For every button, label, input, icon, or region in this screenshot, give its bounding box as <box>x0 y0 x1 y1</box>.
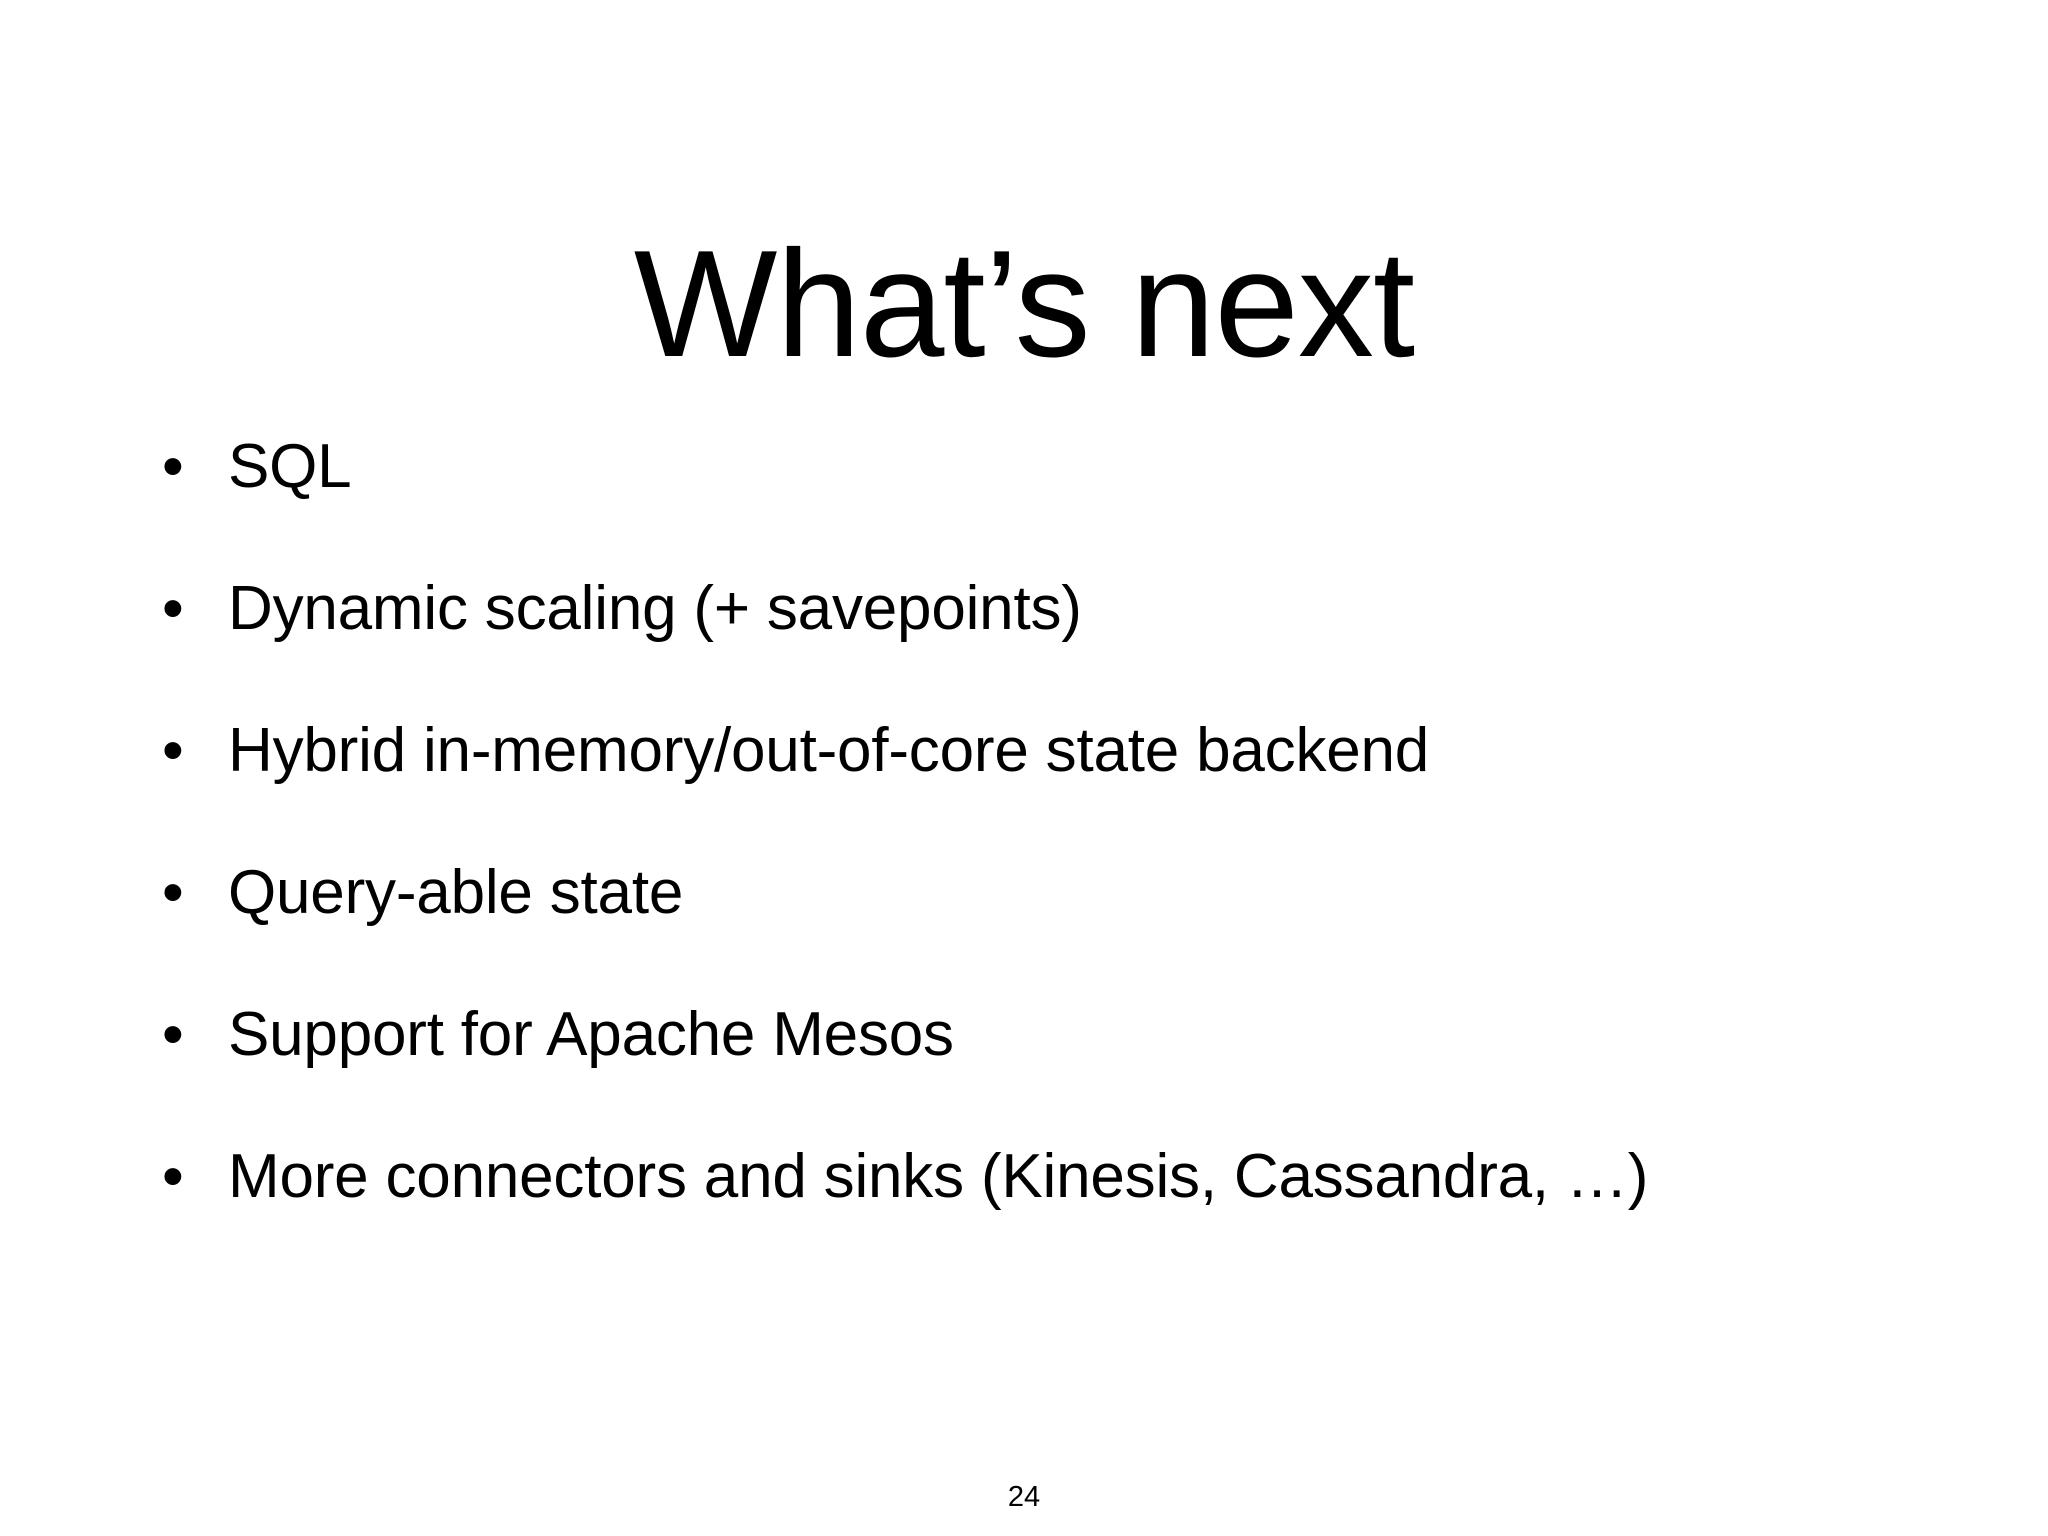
bullet-point-icon: • <box>162 1142 184 1211</box>
bullet-text: Query-able state <box>228 858 684 927</box>
bullet-text: Dynamic scaling (+ savepoints) <box>228 574 1082 643</box>
slide-title: What’s next <box>633 218 1415 389</box>
bullet-point-icon: • <box>162 432 184 501</box>
page-number: 24 <box>1007 1481 1041 1513</box>
bullet-list: • SQL • Dynamic scaling (+ savepoints) •… <box>148 430 1948 1282</box>
bullet-text: SQL <box>228 432 352 501</box>
list-item: • Support for Apache Mesos <box>148 998 1948 1072</box>
list-item: • Dynamic scaling (+ savepoints) <box>148 572 1948 646</box>
bullet-point-icon: • <box>162 1000 184 1069</box>
bullet-text: Hybrid in-memory/out-of-core state backe… <box>228 716 1430 785</box>
bullet-point-icon: • <box>162 716 184 785</box>
list-item: • More connectors and sinks (Kinesis, Ca… <box>148 1140 1948 1214</box>
bullet-text: Support for Apache Mesos <box>228 1000 954 1069</box>
list-item: • Hybrid in-memory/out-of-core state bac… <box>148 714 1948 788</box>
bullet-point-icon: • <box>162 858 184 927</box>
list-item: • SQL <box>148 430 1948 504</box>
bullet-point-icon: • <box>162 574 184 643</box>
list-item: • Query-able state <box>148 856 1948 930</box>
bullet-text: More connectors and sinks (Kinesis, Cass… <box>228 1142 1649 1211</box>
